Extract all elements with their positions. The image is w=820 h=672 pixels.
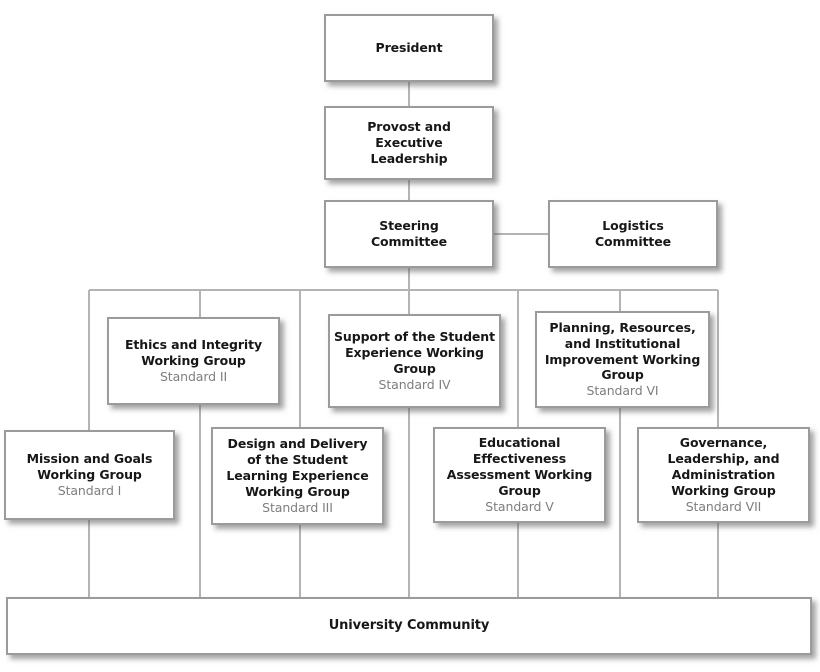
node-planning-resources-institutional-improvement-working-group-title: Planning, Resources, and Institutional I… [544, 319, 701, 383]
node-design-delivery-student-learning-experience-working-group-standard: Standard III [262, 499, 333, 515]
node-ethics-integrity-working-group-standard: Standard II [159, 368, 228, 384]
node-educational-effectiveness-assessment-working-group[interactable]: Educational Effectiveness Assessment Wor… [433, 427, 606, 523]
node-design-delivery-student-learning-experience-working-group-title: Design and Delivery of the Student Learn… [226, 436, 369, 499]
node-logistics-committee-title: Logistics Committee [594, 218, 672, 249]
node-governance-leadership-administration-working-group-title: Governance, Leadership, and Administrati… [667, 435, 780, 498]
node-mission-goals-working-group-title: Mission and Goals Working Group [26, 451, 153, 483]
node-educational-effectiveness-assessment-working-group-title: Educational Effectiveness Assessment Wor… [446, 435, 593, 498]
node-design-delivery-student-learning-experience-working-group[interactable]: Design and Delivery of the Student Learn… [211, 427, 384, 525]
node-support-student-experience-working-group-standard: Standard IV [378, 376, 451, 392]
node-mission-goals-working-group-standard: Standard I [57, 482, 122, 498]
node-educational-effectiveness-assessment-working-group-standard: Standard V [485, 498, 554, 514]
node-logistics-committee[interactable]: Logistics Committee [548, 200, 718, 268]
node-planning-resources-institutional-improvement-working-group[interactable]: Planning, Resources, and Institutional I… [535, 311, 710, 408]
node-support-student-experience-working-group-title: Support of the Student Experience Workin… [334, 329, 495, 376]
node-university-community-title: University Community [328, 617, 490, 633]
node-steering-committee-title: Steering Committee [370, 218, 448, 249]
node-president-title: President [375, 40, 443, 56]
node-provost-title: Provost and Executive Leadership [367, 119, 451, 166]
node-mission-goals-working-group[interactable]: Mission and Goals Working Group Standard… [4, 430, 175, 520]
node-steering-committee[interactable]: Steering Committee [324, 200, 494, 268]
node-support-student-experience-working-group[interactable]: Support of the Student Experience Workin… [328, 314, 501, 408]
node-governance-leadership-administration-working-group-standard: Standard VII [685, 498, 762, 514]
node-president[interactable]: President [324, 14, 494, 82]
node-ethics-integrity-working-group-title: Ethics and Integrity Working Group [124, 337, 263, 369]
node-provost[interactable]: Provost and Executive Leadership [324, 106, 494, 180]
node-planning-resources-institutional-improvement-working-group-standard: Standard VI [586, 383, 659, 399]
node-ethics-integrity-working-group[interactable]: Ethics and Integrity Working Group Stand… [107, 317, 280, 405]
node-governance-leadership-administration-working-group[interactable]: Governance, Leadership, and Administrati… [637, 427, 810, 523]
node-university-community[interactable]: University Community [6, 597, 812, 655]
